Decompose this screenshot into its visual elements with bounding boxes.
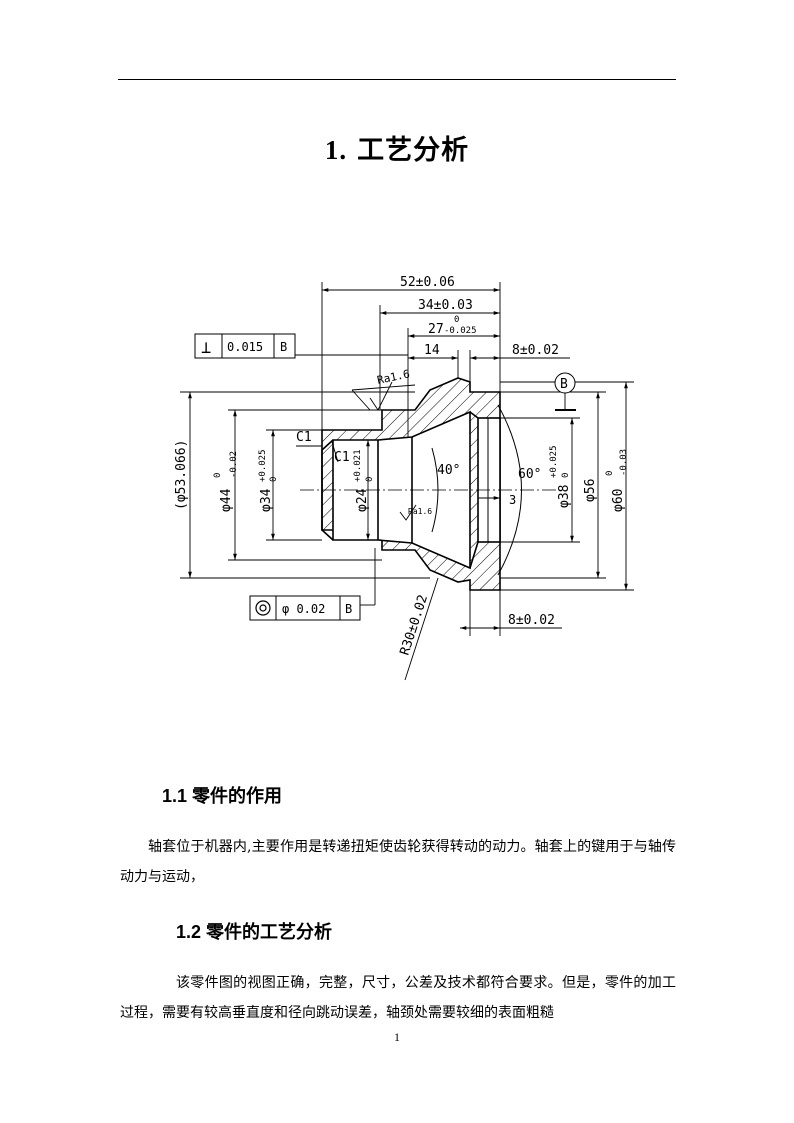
gdt-perp-value: 0.015 xyxy=(227,340,263,354)
dim-ang60: 60° xyxy=(518,467,541,482)
dim-8-bottom: 8±0.02 xyxy=(508,613,555,628)
page-number: 1 xyxy=(394,1030,400,1044)
section-text-1-2: 该零件图的视图正确，完整，尺寸，公差及技术都符合要求。但是，零件的加工过程，需要… xyxy=(120,975,676,1021)
dim-14: 14 xyxy=(424,343,440,358)
datum-b-label: B xyxy=(560,377,568,392)
datum-b: B xyxy=(554,372,576,394)
dim-8-top: 8±0.02 xyxy=(512,343,559,358)
gdt-perp-symbol: ⊥ xyxy=(201,338,211,358)
dim-ra-inner: Ra1.6 xyxy=(408,507,432,516)
horizontal-dimensions xyxy=(321,282,570,636)
dim-phi38-lower: 0 xyxy=(561,473,571,478)
dim-phi34: φ34 xyxy=(259,488,274,512)
gdt-conc-value: φ 0.02 xyxy=(282,602,325,616)
angle40-arc xyxy=(431,447,439,533)
roughness-symbols xyxy=(369,381,417,521)
dim-27: 27 xyxy=(428,322,444,337)
dim-phi34-upper: +0.025 xyxy=(258,449,268,482)
section-text-1-1: 轴套位于机器内,主要作用是转递扭矩使齿轮获得转动的动力。轴套上的键用于与轴传动力… xyxy=(120,839,676,885)
part-drawing: 52±0.06 34±0.03 27 0 -0.025 14 8±0.02 8±… xyxy=(174,275,634,681)
diameter-dimensions xyxy=(180,381,634,591)
dim-phi34-lower: 0 xyxy=(269,477,279,482)
title-number: 1. xyxy=(324,135,348,165)
title-text: 工艺分析 xyxy=(357,135,470,166)
dim-c1-inner: C1 xyxy=(334,450,350,465)
gdt-perpendicularity: ⊥ 0.015 B xyxy=(194,333,296,359)
dim-3: 3 xyxy=(509,493,516,507)
gdt-perp-datum: B xyxy=(280,340,287,354)
dim-phi60-lower: -0.03 xyxy=(619,449,629,476)
dim-phi56: φ56 xyxy=(583,479,598,502)
dim-r30: R30±0.02 xyxy=(398,593,432,657)
dim-34: 34±0.03 xyxy=(418,298,473,313)
dim-52: 52±0.06 xyxy=(400,275,455,290)
dim-phi24-upper: +0.021 xyxy=(353,449,363,482)
dim-phi44-upper: 0 xyxy=(213,473,223,478)
dim-c1-outer: C1 xyxy=(296,430,312,445)
dim-phi60-upper: 0 xyxy=(605,471,615,476)
dim-phi24: φ24 xyxy=(355,488,370,512)
dim-phi53: (φ53.066) xyxy=(174,440,189,510)
section-heading-1-1: 1.1 零件的作用 xyxy=(162,786,283,806)
leader-lines xyxy=(295,354,576,681)
dim-27-lower: -0.025 xyxy=(444,326,477,336)
dim-phi44: φ44 xyxy=(219,488,234,512)
dim-27-upper: 0 xyxy=(454,315,459,325)
section-heading-1-2: 1.2 零件的工艺分析 xyxy=(176,922,333,942)
r30-arc xyxy=(497,404,522,576)
dim-phi38: φ38 xyxy=(557,485,572,508)
dim-phi38-upper: +0.025 xyxy=(549,445,559,478)
dim-ra-top: Ra1.6 xyxy=(376,367,411,387)
concentricity-icon xyxy=(255,600,271,616)
gdt-concentricity: φ 0.02 B xyxy=(249,595,361,621)
dim-phi60: φ60 xyxy=(611,489,626,512)
dim-phi24-lower: 0 xyxy=(365,477,375,482)
dim-phi44-lower: -0.02 xyxy=(229,451,239,478)
dim-ang40: 40° xyxy=(437,463,460,478)
header-rule xyxy=(118,79,676,80)
gdt-conc-datum: B xyxy=(345,602,352,616)
page-title: 1. 工艺分析 xyxy=(0,128,794,167)
